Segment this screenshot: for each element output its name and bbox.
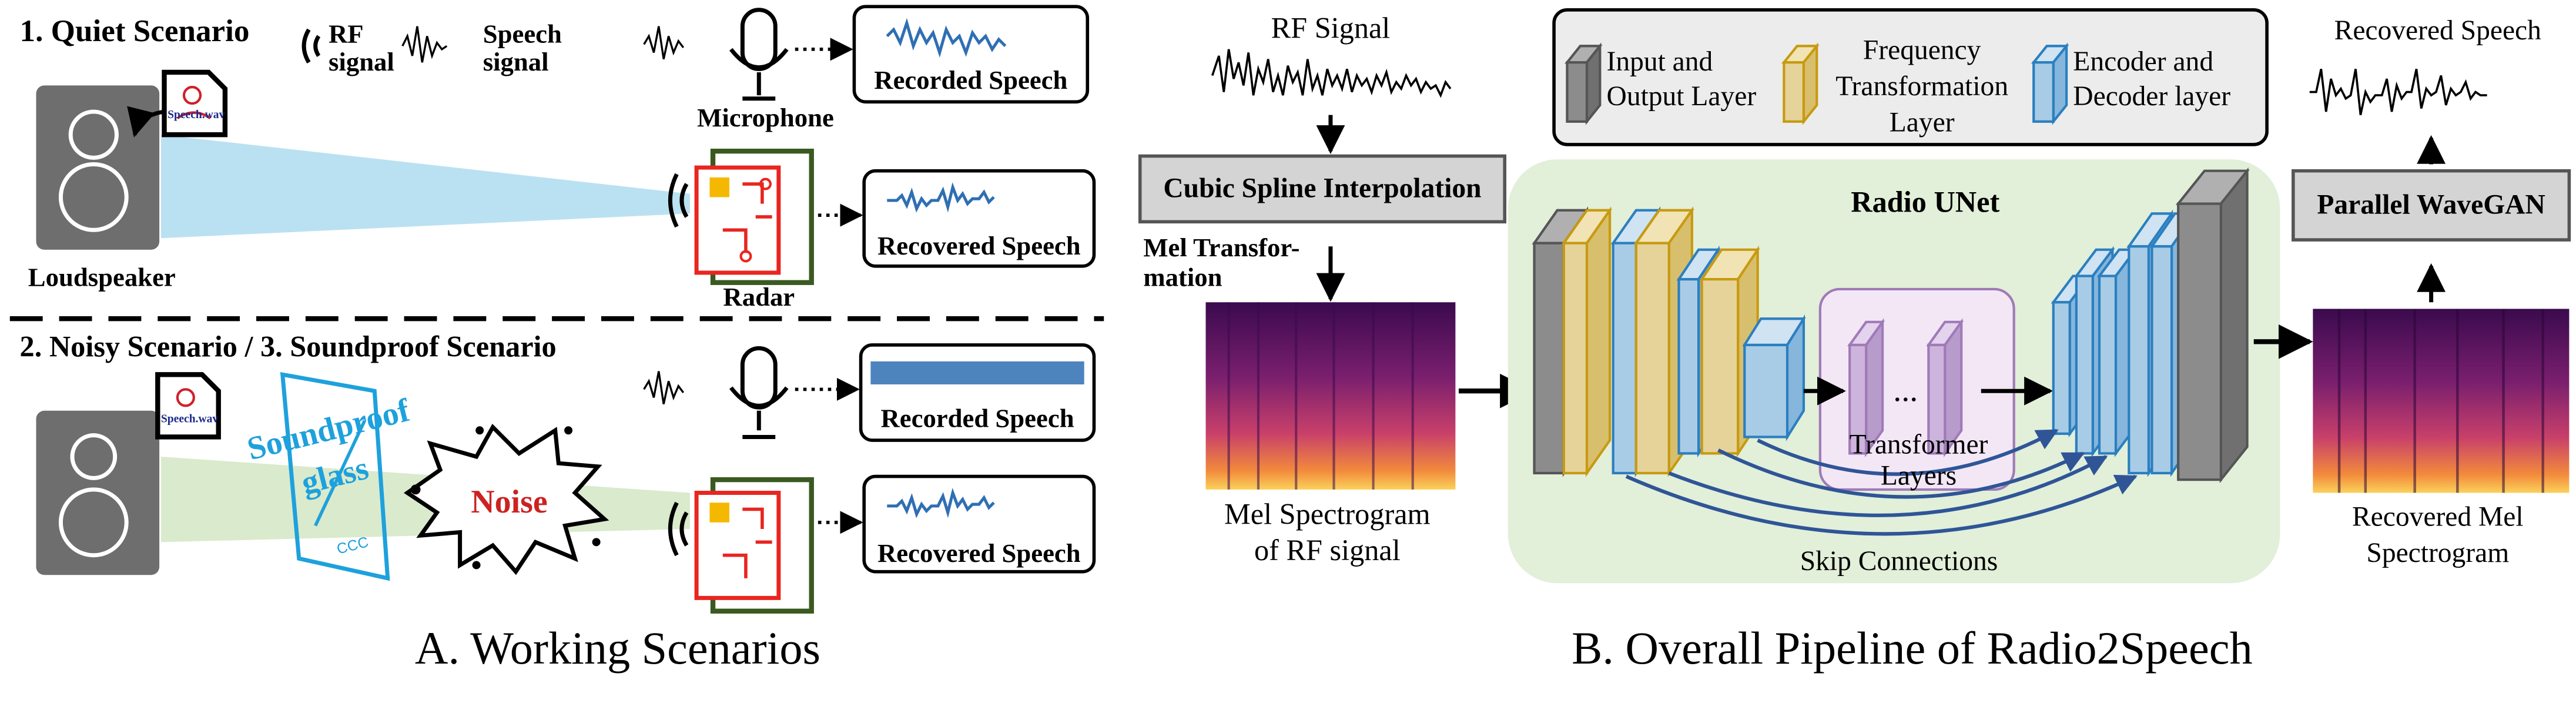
radio-unet-title: Radio UNet	[1851, 185, 2000, 219]
recorded-box-quiet	[852, 5, 1090, 104]
soundproof-glass-icon	[280, 372, 390, 581]
legend-freq-line3: Layer	[1889, 106, 1955, 138]
rf-signal-icon	[302, 28, 321, 64]
legend-enc-line2: Decoder layer	[2073, 80, 2231, 112]
recovered-speech-waveform	[2309, 69, 2487, 116]
recorded-speech-noisy-label: Recorded Speech	[880, 406, 1074, 434]
skip-connections-label: Skip Connections	[1800, 545, 1998, 577]
noise-burst-icon	[403, 423, 609, 575]
recovered-speech-top-label: Recovered Speech	[2334, 15, 2541, 46]
wav-file-noisy-text: Speech.wav	[160, 412, 219, 426]
wavegan-box	[2292, 169, 2571, 242]
quiet-scenario-title: 1. Quiet Scenario	[19, 15, 250, 49]
legend-io-line2: Output Layer	[1606, 80, 1757, 112]
recovered-mel-line1: Recovered Mel	[2351, 501, 2524, 532]
speech-signal-icon	[401, 26, 448, 63]
speech-waveform-noisy-icon	[643, 371, 685, 404]
legend-gray-swatch	[1565, 42, 1603, 125]
recovered-mel-line2: Spectrogram	[2366, 537, 2510, 569]
left-caption: A. Working Scenarios	[414, 624, 820, 675]
transformer-label-line1: Transformer	[1849, 428, 1988, 460]
wavegan-label: Parallel WaveGAN	[2317, 189, 2545, 220]
recovered-mel-spectrogram	[2313, 309, 2570, 493]
radar-label: Radar	[723, 284, 795, 313]
recovered-speech-noisy-label: Recovered Speech	[877, 540, 1081, 569]
loudspeaker-noisy-icon	[36, 410, 160, 575]
transformer-dots: ...	[1893, 373, 1918, 409]
radar-noisy-icon	[668, 477, 814, 614]
right-caption: B. Overall Pipeline of Radio2Speech	[1572, 624, 2253, 675]
legend-freq-line1: Frequency	[1863, 34, 1981, 66]
microphone-label: Microphone	[697, 105, 834, 133]
wav-file-noisy-icon	[155, 372, 221, 440]
wav-file-text: Speech.wav	[168, 108, 225, 122]
speech-waveform-icon	[643, 26, 685, 59]
interpolation-box	[1138, 154, 1507, 224]
recovered-box-quiet	[862, 169, 1096, 268]
mel-rf-line2: of RF signal	[1254, 534, 1401, 567]
recorded-waveform-noisy	[870, 361, 1084, 385]
wav-file-icon	[162, 69, 228, 138]
mel-rf-texture	[1227, 302, 1414, 490]
legend-yellow-swatch	[1781, 42, 1820, 125]
mel-transform-line1: Mel Transfor-	[1143, 235, 1300, 263]
legend-rf-line2: signal	[329, 49, 394, 78]
recovered-mel-texture	[2337, 309, 2544, 493]
transformer-blocks	[1847, 318, 1964, 457]
legend-enc-line1: Encoder and	[2073, 46, 2214, 78]
legend-speech-line1: Speech	[483, 21, 562, 49]
encoder-stack	[1532, 206, 1806, 477]
mel-rf-line1: Mel Spectrogram	[1224, 497, 1431, 531]
legend-speech-line2: signal	[483, 49, 549, 78]
legend-blue-swatch	[2031, 42, 2069, 125]
skip-connections	[1625, 428, 2138, 536]
decoder-stack	[2051, 167, 2250, 484]
legend-rf-line1: RF	[329, 21, 364, 49]
recovered-box-noisy	[862, 474, 1096, 574]
rf-waveform	[1211, 49, 1452, 98]
mel-transform-line2: mation	[1143, 264, 1222, 293]
radar-icon	[668, 148, 814, 285]
recorded-waveform-quiet	[886, 18, 1007, 58]
noisy-scenario-title: 2. Noisy Scenario / 3. Soundproof Scenar…	[19, 330, 557, 363]
mel-spectrogram-rf	[1205, 302, 1456, 490]
legend-io-line1: Input and	[1606, 46, 1713, 78]
loudspeaker-label: Loudspeaker	[28, 264, 176, 293]
legend-freq-line2: Transformation	[1835, 71, 2009, 102]
recovered-waveform-quiet	[887, 182, 995, 213]
file-to-speaker-arrow	[127, 106, 165, 138]
layer-legend-box	[1552, 8, 2269, 146]
noise-label: Noise	[471, 484, 548, 521]
recovered-waveform-noisy	[887, 488, 995, 518]
microphone-noisy-icon	[729, 346, 789, 439]
transformer-label-line2: Layers	[1880, 460, 1957, 491]
interpolation-label: Cubic Spline Interpolation	[1163, 172, 1482, 204]
recorded-speech-label: Recorded Speech	[874, 67, 1068, 96]
recovered-speech-label: Recovered Speech	[877, 233, 1081, 262]
rf-signal-label: RF Signal	[1271, 11, 1391, 45]
loudspeaker-icon	[36, 85, 160, 250]
microphone-icon	[729, 8, 789, 101]
quiet-beam	[160, 135, 690, 239]
